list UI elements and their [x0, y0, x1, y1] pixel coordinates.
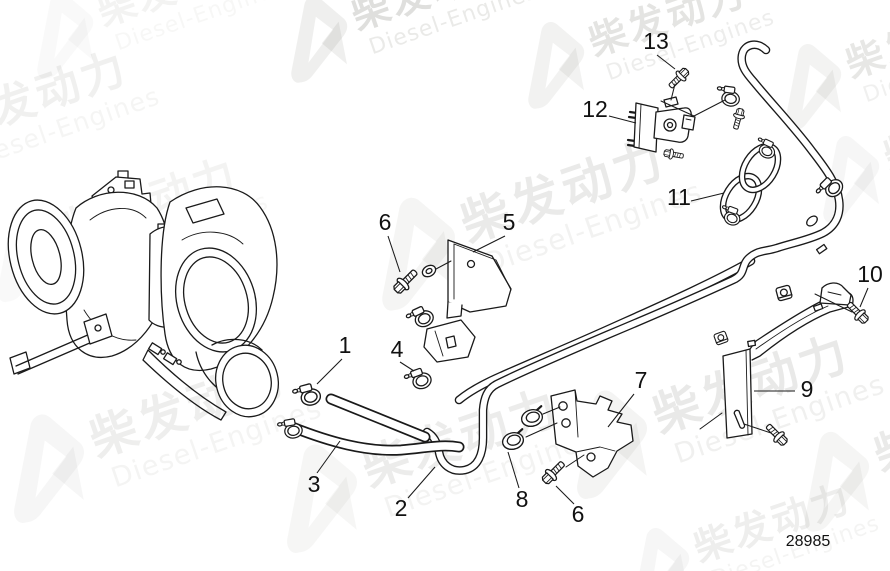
valve-part-12	[626, 96, 696, 153]
pipe-tab	[815, 243, 828, 255]
callout-label-1: 1	[339, 332, 352, 358]
callout-label-13: 13	[643, 28, 669, 54]
callout-leader-7	[607, 393, 635, 428]
clamp-top-fitting	[714, 84, 742, 108]
compressor-outlet-elbow	[195, 338, 279, 418]
callout-label-8: 8	[516, 486, 529, 512]
callout-label-11: 11	[667, 184, 691, 210]
coolant-pipe-assembly	[427, 45, 839, 471]
callout-label-3: 3	[308, 471, 321, 497]
bracket-part-7	[550, 389, 634, 478]
callout-leader-6	[387, 235, 401, 273]
callout-leader-13	[656, 54, 676, 70]
assembly-lines	[435, 83, 853, 468]
watermark-cn-text: 柴发动力	[840, 0, 890, 87]
bolt-valve-small	[662, 147, 685, 162]
v-band-clamp	[142, 342, 227, 421]
callout-leader-2	[407, 466, 436, 499]
callout-label-4: 4	[391, 336, 404, 362]
bracket-part-9	[722, 282, 854, 439]
watermark-logo-icon	[762, 36, 855, 134]
turbocharger-illustration	[7, 170, 279, 421]
bracket-part-5	[423, 239, 512, 363]
u-nut-clip	[774, 284, 794, 302]
turbine-inlet-flange	[7, 199, 85, 315]
callout-label-10: 10	[857, 261, 883, 287]
callout-leader-6	[555, 485, 575, 505]
callout-leader-12	[608, 115, 637, 124]
compressor-housing	[160, 186, 278, 371]
clamp-part-4	[402, 365, 434, 394]
watermark-logo-icon	[800, 128, 890, 226]
callout-leader-4	[399, 361, 415, 372]
pipe-fitting	[806, 215, 818, 227]
bolt-top-fitting	[729, 106, 747, 131]
callout-label-2: 2	[395, 495, 408, 521]
watermark-logo-icon	[268, 0, 361, 86]
bolt-part-13	[665, 64, 693, 92]
callout-label-9: 9	[801, 376, 814, 402]
callout-label-12: 12	[582, 96, 608, 122]
callout-leader-8	[507, 451, 520, 489]
callout-leader-1	[316, 358, 343, 385]
callout-label-5: 5	[503, 209, 516, 235]
callout-label-6: 6	[572, 501, 585, 527]
actuator-linkage	[9, 313, 113, 375]
callout-label-7: 7	[635, 367, 648, 393]
square-nut	[712, 330, 730, 346]
callout-label-6: 6	[379, 209, 392, 235]
callout-leader-10	[859, 287, 869, 308]
callout-leader-3	[316, 440, 341, 474]
callout-leader-11	[690, 192, 725, 202]
callout-leader-5	[472, 235, 506, 253]
drawing-number: 28985	[786, 533, 831, 550]
